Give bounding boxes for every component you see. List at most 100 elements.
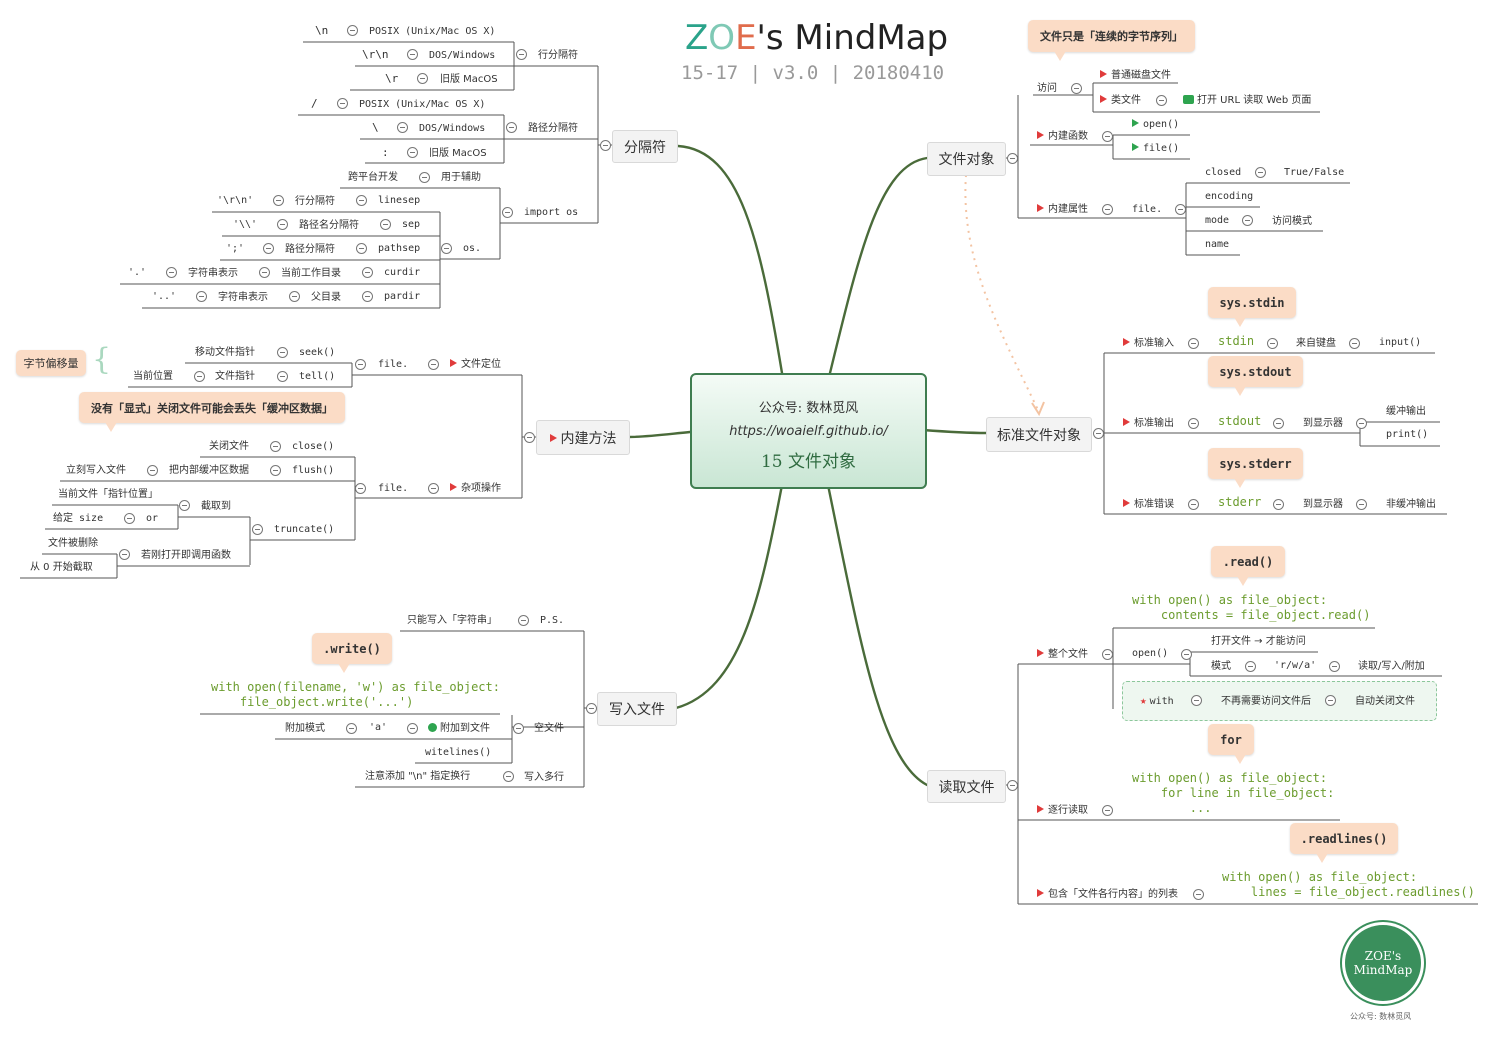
branch-read-file[interactable]: 读取文件 [927, 770, 1006, 803]
collapse-icon[interactable] [277, 371, 288, 382]
collapse-icon[interactable] [196, 291, 207, 302]
collapse-icon[interactable] [417, 73, 428, 84]
method-move-ptr: 移动文件指针 [195, 347, 255, 358]
method-close: close() [292, 441, 335, 452]
method-seek: seek() [299, 347, 336, 358]
collapse-icon[interactable] [166, 267, 177, 278]
branch-std-file[interactable]: 标准文件对象 [986, 417, 1092, 452]
collapse-icon[interactable] [337, 98, 348, 109]
collapse-icon[interactable] [502, 207, 513, 218]
collapse-icon[interactable] [1242, 215, 1253, 226]
method-cur-file-ptr: 当前文件「指针位置」 [58, 489, 158, 500]
fileobj-open-label: open() [1143, 119, 1180, 130]
collapse-icon[interactable] [1245, 661, 1256, 672]
seal-caption: 公众号: 数林觅风 [1350, 1012, 1412, 1021]
collapse-icon[interactable] [524, 432, 535, 443]
collapse-icon[interactable] [518, 615, 529, 626]
collapse-icon[interactable] [407, 49, 418, 60]
collapse-icon[interactable] [1102, 805, 1113, 816]
collapse-icon[interactable] [1267, 338, 1278, 349]
collapse-icon[interactable] [1156, 95, 1167, 106]
fileobj-url-label: 打开 URL 读取 Web 页面 [1197, 95, 1312, 106]
collapse-icon[interactable] [506, 122, 517, 133]
collapse-icon[interactable] [1188, 499, 1199, 510]
collapse-icon[interactable] [252, 524, 263, 535]
collapse-icon[interactable] [397, 122, 408, 133]
flag-icon [450, 359, 457, 367]
collapse-icon[interactable] [516, 49, 527, 60]
collapse-icon[interactable] [119, 549, 130, 560]
collapse-icon[interactable] [428, 359, 439, 370]
collapse-icon[interactable] [513, 723, 524, 734]
collapse-icon[interactable] [1175, 204, 1186, 215]
branch-file-object[interactable]: 文件对象 [927, 142, 1006, 176]
collapse-icon[interactable] [277, 347, 288, 358]
collapse-icon[interactable] [1181, 649, 1192, 660]
collapse-icon[interactable] [346, 723, 357, 734]
collapse-icon[interactable] [1188, 338, 1199, 349]
sep-n: \n [315, 24, 329, 37]
collapse-icon[interactable] [441, 243, 452, 254]
collapse-icon[interactable] [1102, 131, 1113, 142]
write-empty: 空文件 [534, 723, 564, 734]
collapse-icon[interactable] [1329, 661, 1340, 672]
fileobj-file: file() [1132, 142, 1179, 155]
os-curdir: curdir [384, 267, 421, 278]
collapse-icon[interactable] [1191, 695, 1202, 706]
collapse-icon[interactable] [1325, 695, 1336, 706]
branch-write-file[interactable]: 写入文件 [597, 692, 677, 726]
os-linesep: linesep [378, 195, 421, 206]
collapse-icon[interactable] [1356, 418, 1367, 429]
collapse-icon[interactable] [600, 140, 611, 151]
collapse-icon[interactable] [277, 219, 288, 230]
collapse-icon[interactable] [428, 483, 439, 494]
branch-builtin-methods[interactable]: 内建方法 [536, 420, 630, 455]
os-sep: sep [402, 219, 421, 230]
collapse-icon[interactable] [1071, 83, 1082, 94]
collapse-icon[interactable] [586, 703, 597, 714]
collapse-icon[interactable] [289, 291, 300, 302]
collapse-icon[interactable] [270, 465, 281, 476]
collapse-icon[interactable] [362, 267, 373, 278]
collapse-icon[interactable] [407, 723, 418, 734]
collapse-icon[interactable] [419, 172, 430, 183]
collapse-icon[interactable] [355, 359, 366, 370]
collapse-icon[interactable] [263, 243, 274, 254]
collapse-icon[interactable] [1007, 780, 1018, 791]
collapse-icon[interactable] [355, 483, 366, 494]
read-by-line-label: 逐行读取 [1048, 805, 1088, 816]
central-topic[interactable]: 公众号: 数林觅风 https://woaielf.github.io/ 15 … [690, 373, 927, 489]
collapse-icon[interactable] [362, 291, 373, 302]
fileobj-name: name [1205, 239, 1230, 250]
collapse-icon[interactable] [356, 195, 367, 206]
collapse-icon[interactable] [356, 243, 367, 254]
std-input-label: 标准输入 [1123, 337, 1174, 350]
collapse-icon[interactable] [503, 771, 514, 782]
collapse-icon[interactable] [1093, 428, 1104, 439]
collapse-icon[interactable] [1273, 499, 1284, 510]
collapse-icon[interactable] [407, 147, 418, 158]
os-linesep-value: '\r\n' [217, 195, 254, 206]
collapse-icon[interactable] [270, 441, 281, 452]
collapse-icon[interactable] [1349, 338, 1360, 349]
sep-bslash: \ [372, 121, 379, 134]
collapse-icon[interactable] [1102, 649, 1113, 660]
collapse-icon[interactable] [194, 371, 205, 382]
collapse-icon[interactable] [1188, 418, 1199, 429]
collapse-icon[interactable] [1273, 418, 1284, 429]
collapse-icon[interactable] [1255, 167, 1266, 178]
collapse-icon[interactable] [347, 25, 358, 36]
collapse-icon[interactable] [124, 513, 135, 524]
collapse-icon[interactable] [1102, 204, 1113, 215]
std-stdin: stdin [1218, 334, 1255, 348]
collapse-icon[interactable] [259, 267, 270, 278]
collapse-icon[interactable] [1193, 889, 1204, 900]
collapse-icon[interactable] [273, 195, 284, 206]
collapse-icon[interactable] [380, 219, 391, 230]
collapse-icon[interactable] [179, 500, 190, 511]
collapse-icon[interactable] [147, 465, 158, 476]
collapse-icon[interactable] [1356, 499, 1367, 510]
collapse-icon[interactable] [1007, 153, 1018, 164]
branch-separator[interactable]: 分隔符 [612, 130, 678, 163]
